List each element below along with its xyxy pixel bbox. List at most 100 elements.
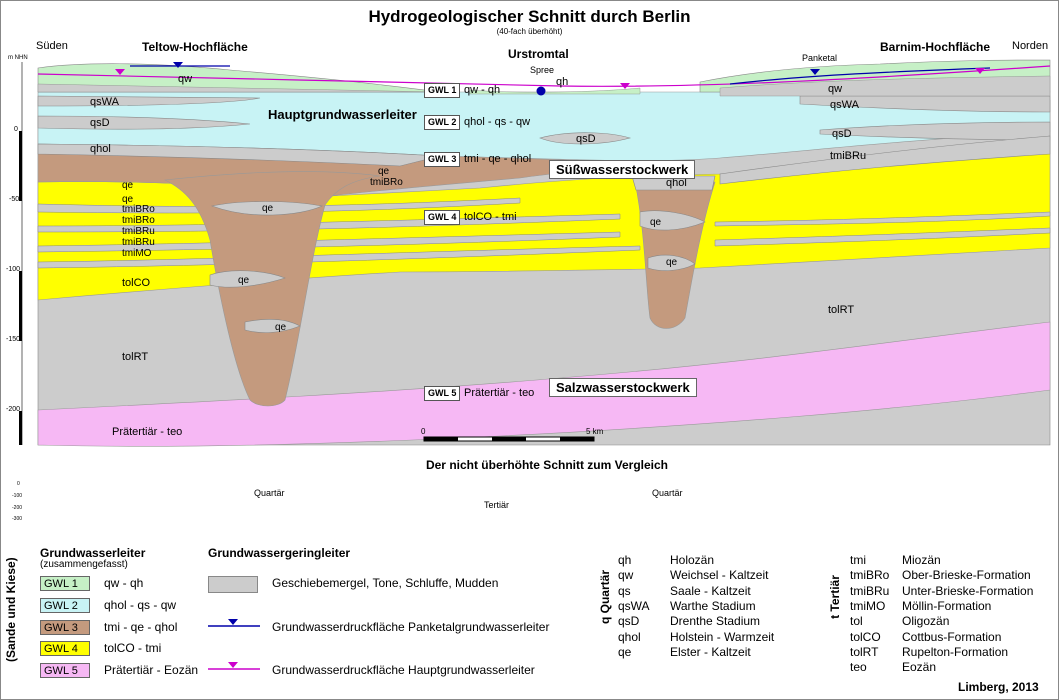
thin-grey-6 bbox=[714, 211, 1051, 227]
label-qh: qh bbox=[556, 76, 569, 88]
scale-end: 5 km bbox=[586, 427, 604, 436]
label-tmiMO: tmiMO bbox=[122, 248, 152, 259]
legend-text-gwl2: qhol - qs - qw bbox=[104, 598, 177, 612]
pressure-line-panke bbox=[729, 67, 991, 85]
tertiaer-abbr-teo: teo bbox=[850, 660, 867, 675]
quartaer-name-qhol: Holstein - Warmzeit bbox=[670, 629, 775, 644]
comparison-tick-200: -200 bbox=[12, 505, 23, 511]
gwl-tag-2: GWL 2 bbox=[424, 115, 461, 130]
legend-swatch-gwl2: GWL 2 bbox=[40, 598, 90, 613]
tertiaer-name-tmi: Miozän bbox=[902, 553, 941, 567]
legend-text-gwl4: tolCO - tmi bbox=[104, 641, 162, 655]
gwl-tag-1-text: qw - qh bbox=[464, 84, 501, 96]
label-qe-3: qe bbox=[378, 166, 390, 177]
label-qe-7: qe bbox=[650, 217, 662, 228]
quartaer-name-qsWA: Warthe Stadium bbox=[670, 598, 756, 613]
qsD-lens-left bbox=[37, 115, 251, 130]
label-qsD-mid: qsD bbox=[576, 133, 596, 145]
quartaer-name-qh: Holozän bbox=[670, 553, 715, 567]
tertiaer-name-tolRT: Rupelton-Formation bbox=[902, 644, 1009, 659]
depth-axis-bar-1 bbox=[19, 131, 22, 201]
qsWA-lens-left bbox=[37, 95, 261, 107]
label-qe-4: qe bbox=[262, 203, 274, 214]
legend-swatch-aquitard bbox=[208, 576, 258, 593]
legend-line-icons bbox=[208, 619, 260, 670]
label-tmiBRu-right: tmiBRu bbox=[830, 150, 867, 162]
tertiaer-abbr-tolRT: tolRT bbox=[850, 644, 879, 659]
label-panketal: Panketal bbox=[802, 53, 838, 63]
legend-side-label: (Sande und Kiese) bbox=[4, 557, 18, 662]
label-tolRT-right: tolRT bbox=[828, 304, 855, 316]
comparison-title: Der nicht überhöhte Schnitt zum Vergleic… bbox=[425, 458, 669, 472]
tertiaer-abbr-tolCO: tolCO bbox=[850, 629, 881, 644]
quartaer-abbr-qsWA: qsWA bbox=[618, 598, 650, 613]
quartaer-name-qe: Elster - Kaltzeit bbox=[670, 644, 751, 659]
quartaer-abbr-qsD: qsD bbox=[618, 614, 640, 629]
label-praetertiaer: Prätertiär - teo bbox=[112, 426, 183, 438]
label-tmiBRu-2: tmiBRu bbox=[122, 237, 155, 248]
tertiaer-abbr-tol: tol bbox=[850, 614, 863, 629]
tertiaer-abbr-tmi: tmi bbox=[850, 553, 866, 567]
tmiBRu-right bbox=[719, 135, 1051, 185]
comparison-quartaer-1: Quartär bbox=[254, 488, 285, 498]
tertiaer-name-teo: Eozän bbox=[902, 660, 937, 675]
depth-axis-bar-2 bbox=[19, 271, 22, 341]
label-tmiBRo-2: tmiBRo bbox=[370, 177, 403, 188]
label-qsD-right: qsD bbox=[832, 128, 852, 140]
axis-tick-150: -150 bbox=[6, 336, 21, 343]
scale-zero: 0 bbox=[421, 427, 426, 436]
qw-grey-right bbox=[719, 75, 1051, 97]
spree-marker bbox=[536, 86, 546, 96]
legend-text-aquitard: Geschiebemergel, Tone, Schluffe, Mudden bbox=[272, 576, 499, 590]
cross-section bbox=[19, 59, 1051, 447]
direction-south: Süden bbox=[36, 40, 68, 52]
quartaer-abbr-qh: qh bbox=[618, 553, 632, 567]
marker-panke-2 bbox=[810, 69, 820, 75]
label-tmiBRo-3: tmiBRo bbox=[122, 215, 155, 226]
legend-swatch-gwl4: GWL 4 bbox=[40, 641, 90, 656]
label-qw-left: qw bbox=[178, 73, 193, 85]
label-spree: Spree bbox=[530, 65, 555, 75]
qw-grey-left bbox=[37, 83, 441, 93]
quartaer-abbr-qw: qw bbox=[618, 568, 634, 583]
gwl1-mid bbox=[469, 87, 641, 95]
gwl5-layer bbox=[37, 321, 1051, 447]
label-qe-5: qe bbox=[238, 275, 250, 286]
comparison-tick-300: -300 bbox=[12, 516, 23, 522]
axis-unit: m NHN bbox=[8, 55, 28, 61]
label-qhol-right: qhol bbox=[666, 177, 687, 189]
label-qsWA-left: qsWA bbox=[90, 96, 119, 108]
credit: Limberg, 2013 bbox=[958, 680, 1039, 694]
comparison-tick-100: -100 bbox=[12, 493, 23, 499]
quartaer-name-qw: Weichsel - Kaltzeit bbox=[670, 568, 769, 583]
zone-suess: Süßwasserstockwerk bbox=[549, 160, 696, 179]
thin-grey-4 bbox=[37, 245, 641, 269]
label-urstromtal: Urstromtal bbox=[508, 47, 569, 61]
comparison-tick-0: 0 bbox=[17, 481, 20, 487]
axis-tick-200: -200 bbox=[6, 406, 21, 413]
qe-lens-4 bbox=[639, 210, 706, 231]
qhol-left-band bbox=[37, 143, 441, 167]
label-tolCO: tolCO bbox=[122, 277, 151, 289]
tertiaer-name-tmiBRu: Unter-Brieske-Formation bbox=[902, 583, 1034, 598]
tertiaer-name-tolCO: Cottbus-Formation bbox=[902, 629, 1002, 644]
legend-aquifer-title: Grundwasserleiter bbox=[40, 546, 146, 560]
legend-text-haupt: Grundwasserdruckfläche Hauptgrundwasserl… bbox=[272, 663, 535, 677]
marker-haupt-3 bbox=[975, 68, 985, 74]
zone-salz: Salzwasserstockwerk bbox=[549, 378, 697, 397]
label-qe-2: qe bbox=[122, 194, 134, 205]
tertiaer-name-tmiMO: Möllin-Formation bbox=[902, 598, 992, 613]
qsWA-lens-right bbox=[799, 95, 1051, 113]
quartaer-name-qsD: Drenthe Stadium bbox=[670, 614, 761, 629]
thin-grey-2 bbox=[37, 213, 621, 233]
gwl-tag-5-text: Prätertiär - teo bbox=[464, 387, 535, 399]
legend-text-panke: Grundwasserdruckfläche Panketalgrundwass… bbox=[272, 620, 550, 634]
legend-marker-panke bbox=[228, 619, 238, 625]
tertiaer-abbr-tmiMO: tmiMO bbox=[850, 598, 886, 613]
axis-tick-50: -50 bbox=[9, 196, 20, 203]
page-title: Hydrogeologischer Schnitt durch Berlin bbox=[368, 7, 691, 26]
quartaer-abbr-qhol: qhol bbox=[618, 629, 641, 644]
tertiaer-abbr-tmiBRu: tmiBRu bbox=[850, 583, 890, 598]
tertiaer-abbr-tmiBRo: tmiBRo bbox=[850, 568, 890, 583]
marker-haupt-1 bbox=[115, 69, 125, 75]
